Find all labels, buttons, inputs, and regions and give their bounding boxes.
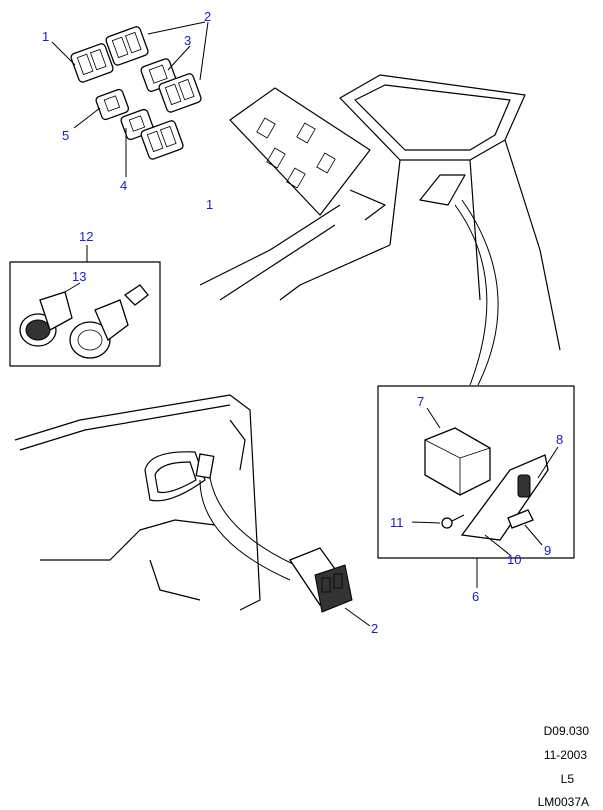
window-switch-cluster	[70, 26, 202, 160]
door-trim-illustration	[14, 394, 261, 611]
callout-3: 3	[184, 33, 191, 48]
switch-panel-illustration	[424, 427, 549, 541]
callout-11: 11	[390, 515, 404, 530]
footer-date: 11-2003	[543, 748, 587, 762]
cigar-lighter-illustration	[19, 284, 149, 359]
callout-8: 8	[556, 432, 563, 447]
callout-1-mid: 1	[206, 197, 213, 212]
callout-5: 5	[62, 128, 69, 143]
callout-10: 10	[507, 552, 521, 567]
center-console-illustration	[199, 74, 561, 351]
switch-panel-detail-box	[377, 385, 575, 559]
window-switch-illustration	[289, 547, 353, 613]
footer-illustration-id: LM0037A	[537, 795, 589, 809]
callout-12: 12	[79, 229, 93, 244]
callout-6: 6	[472, 589, 479, 604]
callout-9: 9	[544, 543, 551, 558]
callout-2-bottom: 2	[371, 621, 378, 636]
cigar-lighter-box	[9, 261, 161, 367]
callout-13: 13	[72, 269, 86, 284]
callout-2-top: 2	[204, 9, 211, 24]
footer-section: D09.030	[543, 724, 589, 738]
callout-7: 7	[417, 394, 424, 409]
callout-4: 4	[120, 178, 127, 193]
callout-1-top: 1	[42, 29, 49, 44]
footer-level: L5	[560, 772, 574, 786]
